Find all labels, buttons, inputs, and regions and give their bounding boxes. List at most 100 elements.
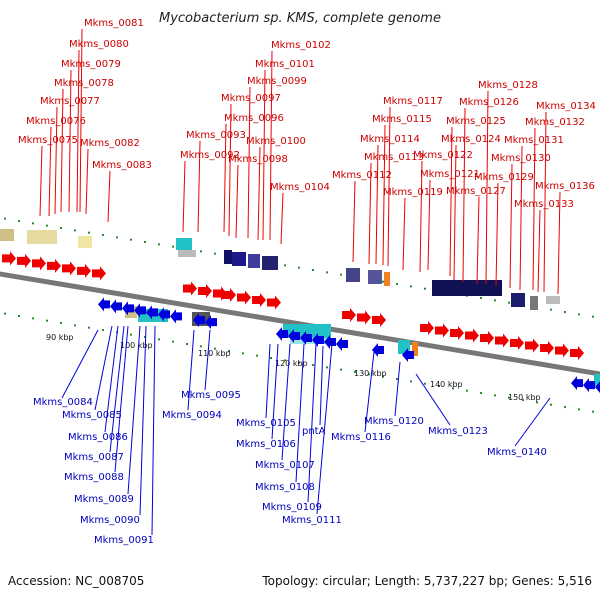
track-top-dot [284, 264, 286, 267]
leader-line-forward [557, 191, 561, 295]
forward-gene-arrow [342, 308, 356, 323]
forward-gene-arrow [495, 333, 509, 348]
leader-line-forward [247, 86, 251, 239]
gene-label-forward: Mkms_0124 [441, 134, 501, 145]
gene-label-reverse: Mkms_0108 [255, 482, 315, 493]
feature-block [546, 296, 560, 304]
track-bottom-dot [74, 324, 76, 327]
track-bottom-dot [144, 336, 146, 339]
gene-label-reverse: Mkms_0123 [428, 426, 488, 437]
reverse-gene-arrow [336, 337, 348, 352]
scale-tick-label: 90 kbp [46, 333, 74, 342]
leader-line-forward [54, 106, 58, 215]
track-top-dot [382, 280, 384, 283]
track-bottom-dot [354, 371, 356, 374]
forward-gene-arrow [267, 295, 281, 310]
reverse-gene-arrow [324, 335, 336, 350]
leader-line-forward [537, 209, 541, 293]
leader-line-forward [519, 145, 523, 291]
feature-track-dots [4, 217, 594, 413]
gene-label-forward: Mkms_0098 [228, 154, 288, 165]
leader-line-forward [182, 160, 186, 233]
accession-text: Accession: NC_008705 [8, 574, 144, 588]
track-top-dot [116, 236, 118, 239]
reverse-gene-arrow [402, 348, 414, 363]
map-title: Mycobacterium sp. KMS, complete genome [159, 11, 441, 26]
track-bottom-dot [368, 373, 370, 376]
leader-line-forward [419, 160, 423, 273]
forward-gene-arrow [555, 343, 569, 358]
track-top-dot [410, 285, 412, 288]
gene-label-forward: Mkms_0100 [246, 136, 306, 147]
leader-line-forward [382, 124, 386, 266]
gene-label-reverse: Mkms_0085 [62, 410, 122, 421]
track-top-dot [4, 217, 6, 220]
track-bottom-dot [592, 410, 594, 413]
feature-block [176, 238, 192, 250]
gene-label-forward: Mkms_0097 [221, 93, 281, 104]
track-bottom-dot [508, 396, 510, 399]
scale-tick-label: 100 kbp [120, 341, 153, 350]
leader-line-forward [85, 148, 89, 215]
leader-line-forward [453, 144, 457, 281]
gene-label-forward: Mkms_0127 [446, 186, 506, 197]
track-bottom-dot [46, 319, 48, 322]
leader-line-forward [375, 144, 379, 265]
forward-gene-arrow [420, 321, 434, 336]
leader-line-forward [280, 192, 284, 245]
scale-tick-label: 130 kbp [354, 369, 387, 378]
gene-label-forward: Mkms_0075 [18, 135, 78, 146]
reverse-gene-arrow [98, 297, 110, 312]
leader-line-forward [387, 106, 391, 267]
gene-label-reverse: Mkms_0090 [80, 515, 140, 526]
leader-line-forward [48, 126, 52, 217]
gene-label-forward: Mkms_0128 [478, 80, 538, 91]
reverse-gene-arrow [122, 301, 134, 316]
gene-label-reverse: Mkms_0094 [162, 410, 222, 421]
gene-label-reverse: Mkms_0140 [487, 447, 547, 458]
reverse-gene-arrow [312, 333, 324, 348]
track-bottom-dot [214, 347, 216, 350]
gene-label-reverse: Mkms_0109 [262, 502, 322, 513]
track-top-dot [550, 308, 552, 311]
track-top-dot [480, 297, 482, 300]
track-top-dot [424, 287, 426, 290]
feature-block [368, 270, 382, 284]
forward-gene-arrow [62, 261, 76, 276]
gene-label-forward: Mkms_0093 [186, 130, 246, 141]
track-top-dot [214, 252, 216, 255]
gene-label-forward: Mkms_0079 [61, 59, 121, 70]
track-bottom-dot [396, 378, 398, 381]
gene-label-forward: Mkms_0129 [474, 172, 534, 183]
track-top-dot [32, 222, 34, 225]
forward-gene-arrow [77, 263, 91, 278]
track-top-dot [578, 313, 580, 316]
track-bottom-dot [256, 354, 258, 357]
track-top-dot [74, 229, 76, 232]
reverse-gene-arrow [595, 381, 600, 394]
track-bottom-dot [158, 338, 160, 341]
track-bottom-dot [480, 392, 482, 395]
track-bottom-dot [172, 340, 174, 343]
leader-line-forward [368, 162, 372, 265]
gene-label-forward: Mkms_0092 [180, 150, 240, 161]
forward-gene-arrow [252, 293, 266, 308]
gene-label-forward: Mkms_0081 [84, 18, 144, 29]
forward-gene-arrow [183, 281, 197, 296]
leader-line-forward [543, 111, 547, 293]
track-top-dot [158, 243, 160, 246]
reverse-gene-arrow [110, 299, 122, 314]
leader-line-forward [39, 145, 43, 217]
gene-label-reverse: Mkms_0111 [282, 515, 342, 526]
leader-line-forward [60, 88, 64, 213]
track-top-dot [200, 250, 202, 253]
feature-block [0, 229, 14, 241]
gene-label-forward: Mkms_0099 [247, 76, 307, 87]
forward-gene-arrow [510, 336, 524, 351]
reverse-gene-arrow [571, 376, 583, 391]
leader-line-reverse [151, 325, 156, 536]
leader-line-reverse [104, 325, 119, 433]
